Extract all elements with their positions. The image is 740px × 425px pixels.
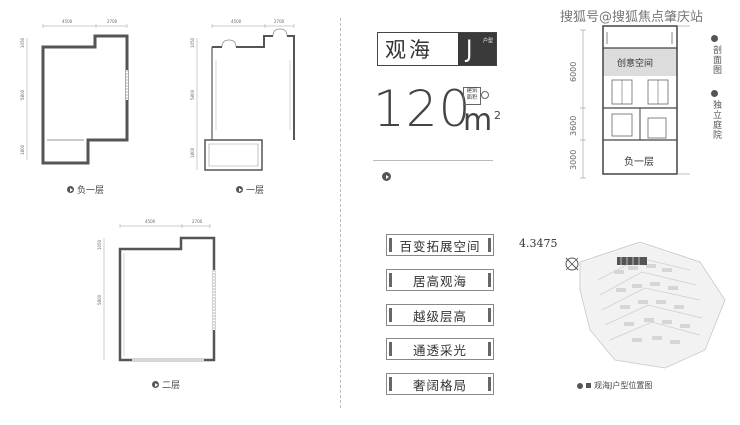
unit-title-box: 观海 J 户型: [377, 32, 497, 66]
first-floor-plan: 4500 2700 1050 5800 1800: [190, 19, 295, 171]
first-dim-side-3: 1800: [190, 147, 195, 158]
vertical-divider: [340, 18, 341, 408]
feature-item: 居高观海: [386, 269, 494, 291]
second-dim-side-1: 1050: [97, 239, 102, 250]
basement-dim-side-2: 5800: [20, 89, 25, 100]
basement-dim-top-1: 4500: [62, 19, 73, 24]
unit-letter: J: [466, 35, 473, 63]
unit-letter-badge: J 户型: [458, 33, 496, 65]
section-dim-2: 3600: [569, 116, 578, 136]
area-tag: 建筑面积: [463, 87, 481, 105]
play-icon: [711, 35, 718, 42]
area-value: 120: [373, 80, 472, 138]
second-dim-side-2: 5800: [97, 294, 102, 305]
site-map-caption: 观海J户型位置图: [577, 380, 652, 391]
feature-item: 通透采光: [386, 338, 494, 360]
play-icon: [67, 186, 74, 193]
area-unit-superscript: 2: [494, 109, 501, 122]
basement-floor-plan: 4500 2700 1050 5800 1800: [20, 19, 129, 165]
section-dim-3: 3000: [569, 150, 578, 170]
first-dim-top-2: 2700: [274, 19, 285, 24]
play-icon: [711, 90, 718, 97]
site-coordinate: 4.3475: [519, 237, 558, 250]
section-label-1: 剖面图: [711, 45, 721, 75]
watermark-text: 搜狐号@搜狐焦点肇庆站: [560, 10, 704, 25]
area-tag-icon: [481, 91, 489, 99]
first-floor-caption: 一层: [236, 183, 264, 196]
section-basement-label: 负一层: [624, 157, 654, 168]
feature-item: 越级层高: [386, 304, 494, 326]
play-icon: [236, 186, 243, 193]
first-dim-side-2: 5800: [190, 89, 195, 100]
feature-item: 奢阔格局: [386, 373, 494, 395]
feature-item: 百变拓展空间: [386, 234, 494, 256]
play-icon: [382, 172, 391, 181]
second-floor-plan: 4500 2700 1050 5800: [97, 219, 216, 362]
second-dim-top-2: 2700: [192, 219, 203, 224]
play-icon: [152, 381, 159, 388]
second-floor-caption: 二层: [152, 378, 180, 391]
basement-dim-side-1: 1050: [20, 37, 25, 48]
play-icon: [577, 382, 583, 389]
first-dim-side-1: 1050: [190, 37, 195, 48]
basement-dim-top-2: 2700: [107, 19, 118, 24]
unit-title-text: 观海: [385, 38, 433, 62]
second-dim-top-1: 4500: [145, 219, 156, 224]
creative-space-label: 创意空间: [617, 59, 654, 69]
unit-location-marker: [617, 257, 647, 265]
legend-square-icon: [586, 383, 591, 388]
basement-caption-text: 负一层: [77, 186, 105, 196]
unit-letter-suffix: 户型: [482, 38, 493, 44]
section-label-2: 独立庭院: [711, 100, 721, 140]
title-rule: [373, 160, 493, 161]
first-floor-caption-text: 一层: [246, 186, 265, 196]
second-floor-caption-text: 二层: [162, 381, 181, 391]
basement-caption: 负一层: [67, 183, 104, 196]
first-dim-top-1: 4500: [231, 19, 242, 24]
site-map-caption-text: 观海J户型位置图: [594, 381, 653, 390]
basement-dim-side-3: 1800: [20, 144, 25, 155]
floor-plans-drawing: 4500 2700 1050 5800 1800 4500 2700 1050 …: [20, 19, 295, 362]
area-unit: m: [463, 103, 493, 138]
compass-icon: [565, 257, 579, 271]
section-dim-1: 6000: [569, 62, 578, 82]
